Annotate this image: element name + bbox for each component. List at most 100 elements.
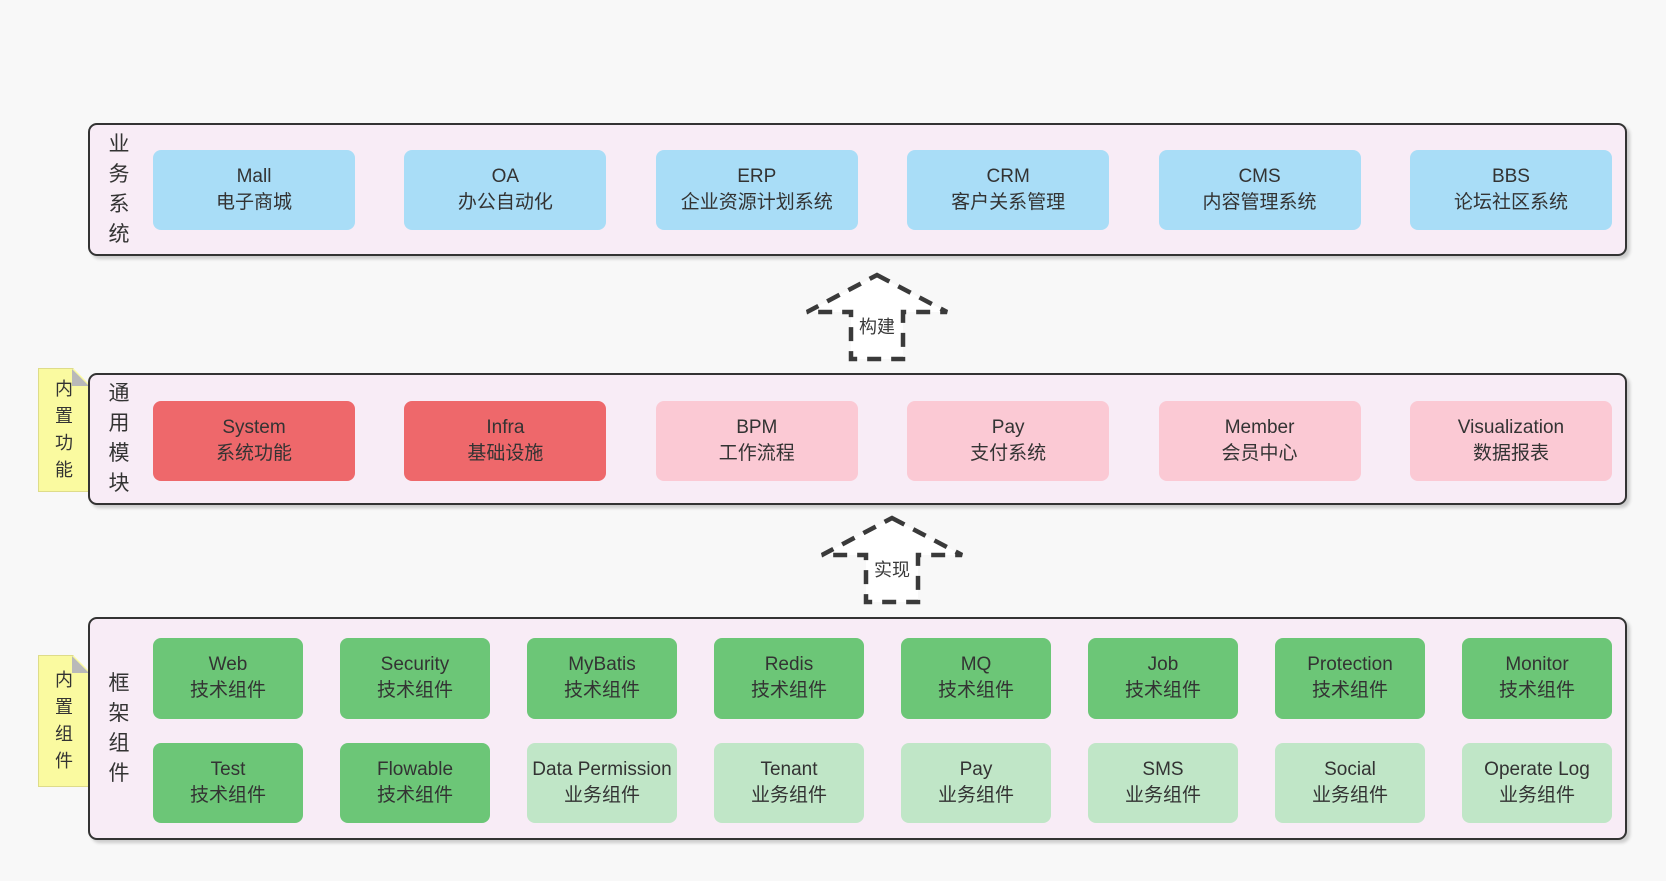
- box-title: Test: [210, 758, 246, 780]
- box-sms: SMS 业务组件: [1088, 742, 1238, 823]
- box-crm: CRM 客户关系管理: [907, 150, 1110, 230]
- box-title: Data Permission: [532, 758, 672, 780]
- box-data-permission: Data Permission 业务组件: [527, 742, 677, 823]
- sticky-note-label: 内置功能: [55, 379, 73, 480]
- box-title: BBS: [1491, 166, 1530, 187]
- sticky-note-builtin-functions: 内置功能: [38, 368, 90, 492]
- box-title: BPM: [736, 417, 778, 438]
- box-title: Flowable: [376, 758, 454, 780]
- box-subtitle: 支付系统: [970, 443, 1047, 464]
- box-title: Monitor: [1505, 654, 1569, 676]
- box-system: System 系统功能: [153, 401, 355, 481]
- box-title: CRM: [986, 166, 1030, 187]
- sticky-note-builtin-components: 内置组件: [38, 655, 90, 787]
- arrow-label: 构建: [856, 313, 898, 339]
- box-subtitle: 会员中心: [1221, 443, 1298, 464]
- box-subtitle: 业务组件: [1498, 784, 1575, 806]
- box-title: MyBatis: [568, 654, 636, 676]
- section-framework-components: 框架组件 Web 技术组件 Security 技术组件 MyBatis 技术组件…: [88, 617, 1627, 840]
- box-mybatis: MyBatis 技术组件: [527, 638, 677, 719]
- components-row-1: Web 技术组件 Security 技术组件 MyBatis 技术组件 Redi…: [153, 638, 1612, 719]
- box-title: Pay: [991, 417, 1025, 438]
- box-protection: Protection 技术组件: [1275, 638, 1425, 719]
- box-subtitle: 企业资源计划系统: [680, 192, 833, 213]
- box-subtitle: 技术组件: [189, 680, 266, 702]
- box-title: Member: [1224, 417, 1295, 438]
- box-web: Web 技术组件: [153, 638, 303, 719]
- section-label: 通用模块: [108, 382, 130, 495]
- box-flowable: Flowable 技术组件: [340, 742, 490, 823]
- box-title: MQ: [960, 654, 992, 676]
- box-visualization: Visualization 数据报表: [1409, 401, 1612, 481]
- box-test: Test 技术组件: [153, 742, 303, 823]
- box-subtitle: 业务组件: [563, 784, 640, 806]
- folded-corner-icon: [72, 656, 89, 673]
- box-subtitle: 技术组件: [1311, 680, 1388, 702]
- box-subtitle: 电子商城: [215, 192, 292, 213]
- arrow-up-build: 构建: [802, 271, 952, 363]
- business-box-row: Mall 电子商城 OA 办公自动化 ERP 企业资源计划系统 CRM 客户关系…: [153, 150, 1612, 230]
- box-title: Visualization: [1457, 417, 1565, 438]
- box-subtitle: 内容管理系统: [1202, 192, 1317, 213]
- box-title: SMS: [1142, 758, 1184, 780]
- box-subtitle: 技术组件: [1124, 680, 1201, 702]
- box-subtitle: 办公自动化: [457, 192, 553, 213]
- box-social: Social 业务组件: [1275, 742, 1425, 823]
- box-security: Security 技术组件: [340, 638, 490, 719]
- box-subtitle: 技术组件: [563, 680, 640, 702]
- box-subtitle: 业务组件: [1124, 784, 1201, 806]
- folded-corner-icon: [72, 369, 89, 386]
- box-subtitle: 工作流程: [718, 443, 795, 464]
- box-title: Mall: [236, 166, 272, 187]
- box-member: Member 会员中心: [1158, 401, 1361, 481]
- box-pay-component: Pay 业务组件: [901, 742, 1051, 823]
- section-label-wrap: 通用模块: [96, 375, 142, 503]
- arrow-label: 实现: [871, 556, 913, 582]
- box-subtitle: 技术组件: [376, 784, 453, 806]
- box-title: ERP: [737, 166, 777, 187]
- box-title: Tenant: [760, 758, 818, 780]
- box-subtitle: 系统功能: [215, 443, 292, 464]
- components-row-2: Test 技术组件 Flowable 技术组件 Data Permission …: [153, 742, 1612, 823]
- box-subtitle: 技术组件: [750, 680, 827, 702]
- box-title: Protection: [1307, 654, 1393, 676]
- box-subtitle: 客户关系管理: [951, 192, 1066, 213]
- box-subtitle: 业务组件: [937, 784, 1014, 806]
- box-subtitle: 论坛社区系统: [1453, 192, 1568, 213]
- box-bpm: BPM 工作流程: [655, 401, 858, 481]
- box-title: Web: [208, 654, 248, 676]
- section-common-modules: 通用模块 System 系统功能 Infra 基础设施 BPM 工作流程 Pay…: [88, 373, 1627, 505]
- box-title: Social: [1324, 758, 1376, 780]
- box-job: Job 技术组件: [1088, 638, 1238, 719]
- box-subtitle: 技术组件: [376, 680, 453, 702]
- box-mall: Mall 电子商城: [153, 150, 355, 230]
- modules-box-row: System 系统功能 Infra 基础设施 BPM 工作流程 Pay 支付系统…: [153, 401, 1612, 481]
- section-label: 框架组件: [108, 671, 130, 785]
- box-redis: Redis 技术组件: [714, 638, 864, 719]
- box-subtitle: 数据报表: [1472, 443, 1549, 464]
- box-title: CMS: [1238, 166, 1281, 187]
- section-label: 业务系统: [108, 132, 130, 246]
- box-title: Security: [380, 654, 450, 676]
- section-business-systems: 业务系统 Mall 电子商城 OA 办公自动化 ERP 企业资源计划系统 CRM…: [88, 123, 1627, 256]
- box-title: Redis: [764, 654, 814, 676]
- box-title: Operate Log: [1484, 758, 1590, 780]
- box-cms: CMS 内容管理系统: [1158, 150, 1361, 230]
- section-label-wrap: 框架组件: [96, 619, 142, 838]
- box-subtitle: 业务组件: [1311, 784, 1388, 806]
- box-subtitle: 技术组件: [937, 680, 1014, 702]
- box-title: OA: [491, 166, 520, 187]
- section-label-wrap: 业务系统: [96, 125, 142, 254]
- components-box-rows: Web 技术组件 Security 技术组件 MyBatis 技术组件 Redi…: [153, 638, 1612, 823]
- box-subtitle: 基础设施: [467, 443, 544, 464]
- box-erp: ERP 企业资源计划系统: [655, 150, 858, 230]
- box-infra: Infra 基础设施: [404, 401, 607, 481]
- box-title: Infra: [486, 417, 525, 438]
- box-bbs: BBS 论坛社区系统: [1409, 150, 1612, 230]
- box-title: System: [222, 417, 286, 438]
- box-oa: OA 办公自动化: [404, 150, 607, 230]
- box-title: Job: [1147, 654, 1179, 676]
- box-subtitle: 技术组件: [1498, 680, 1575, 702]
- sticky-note-label: 内置组件: [55, 670, 73, 771]
